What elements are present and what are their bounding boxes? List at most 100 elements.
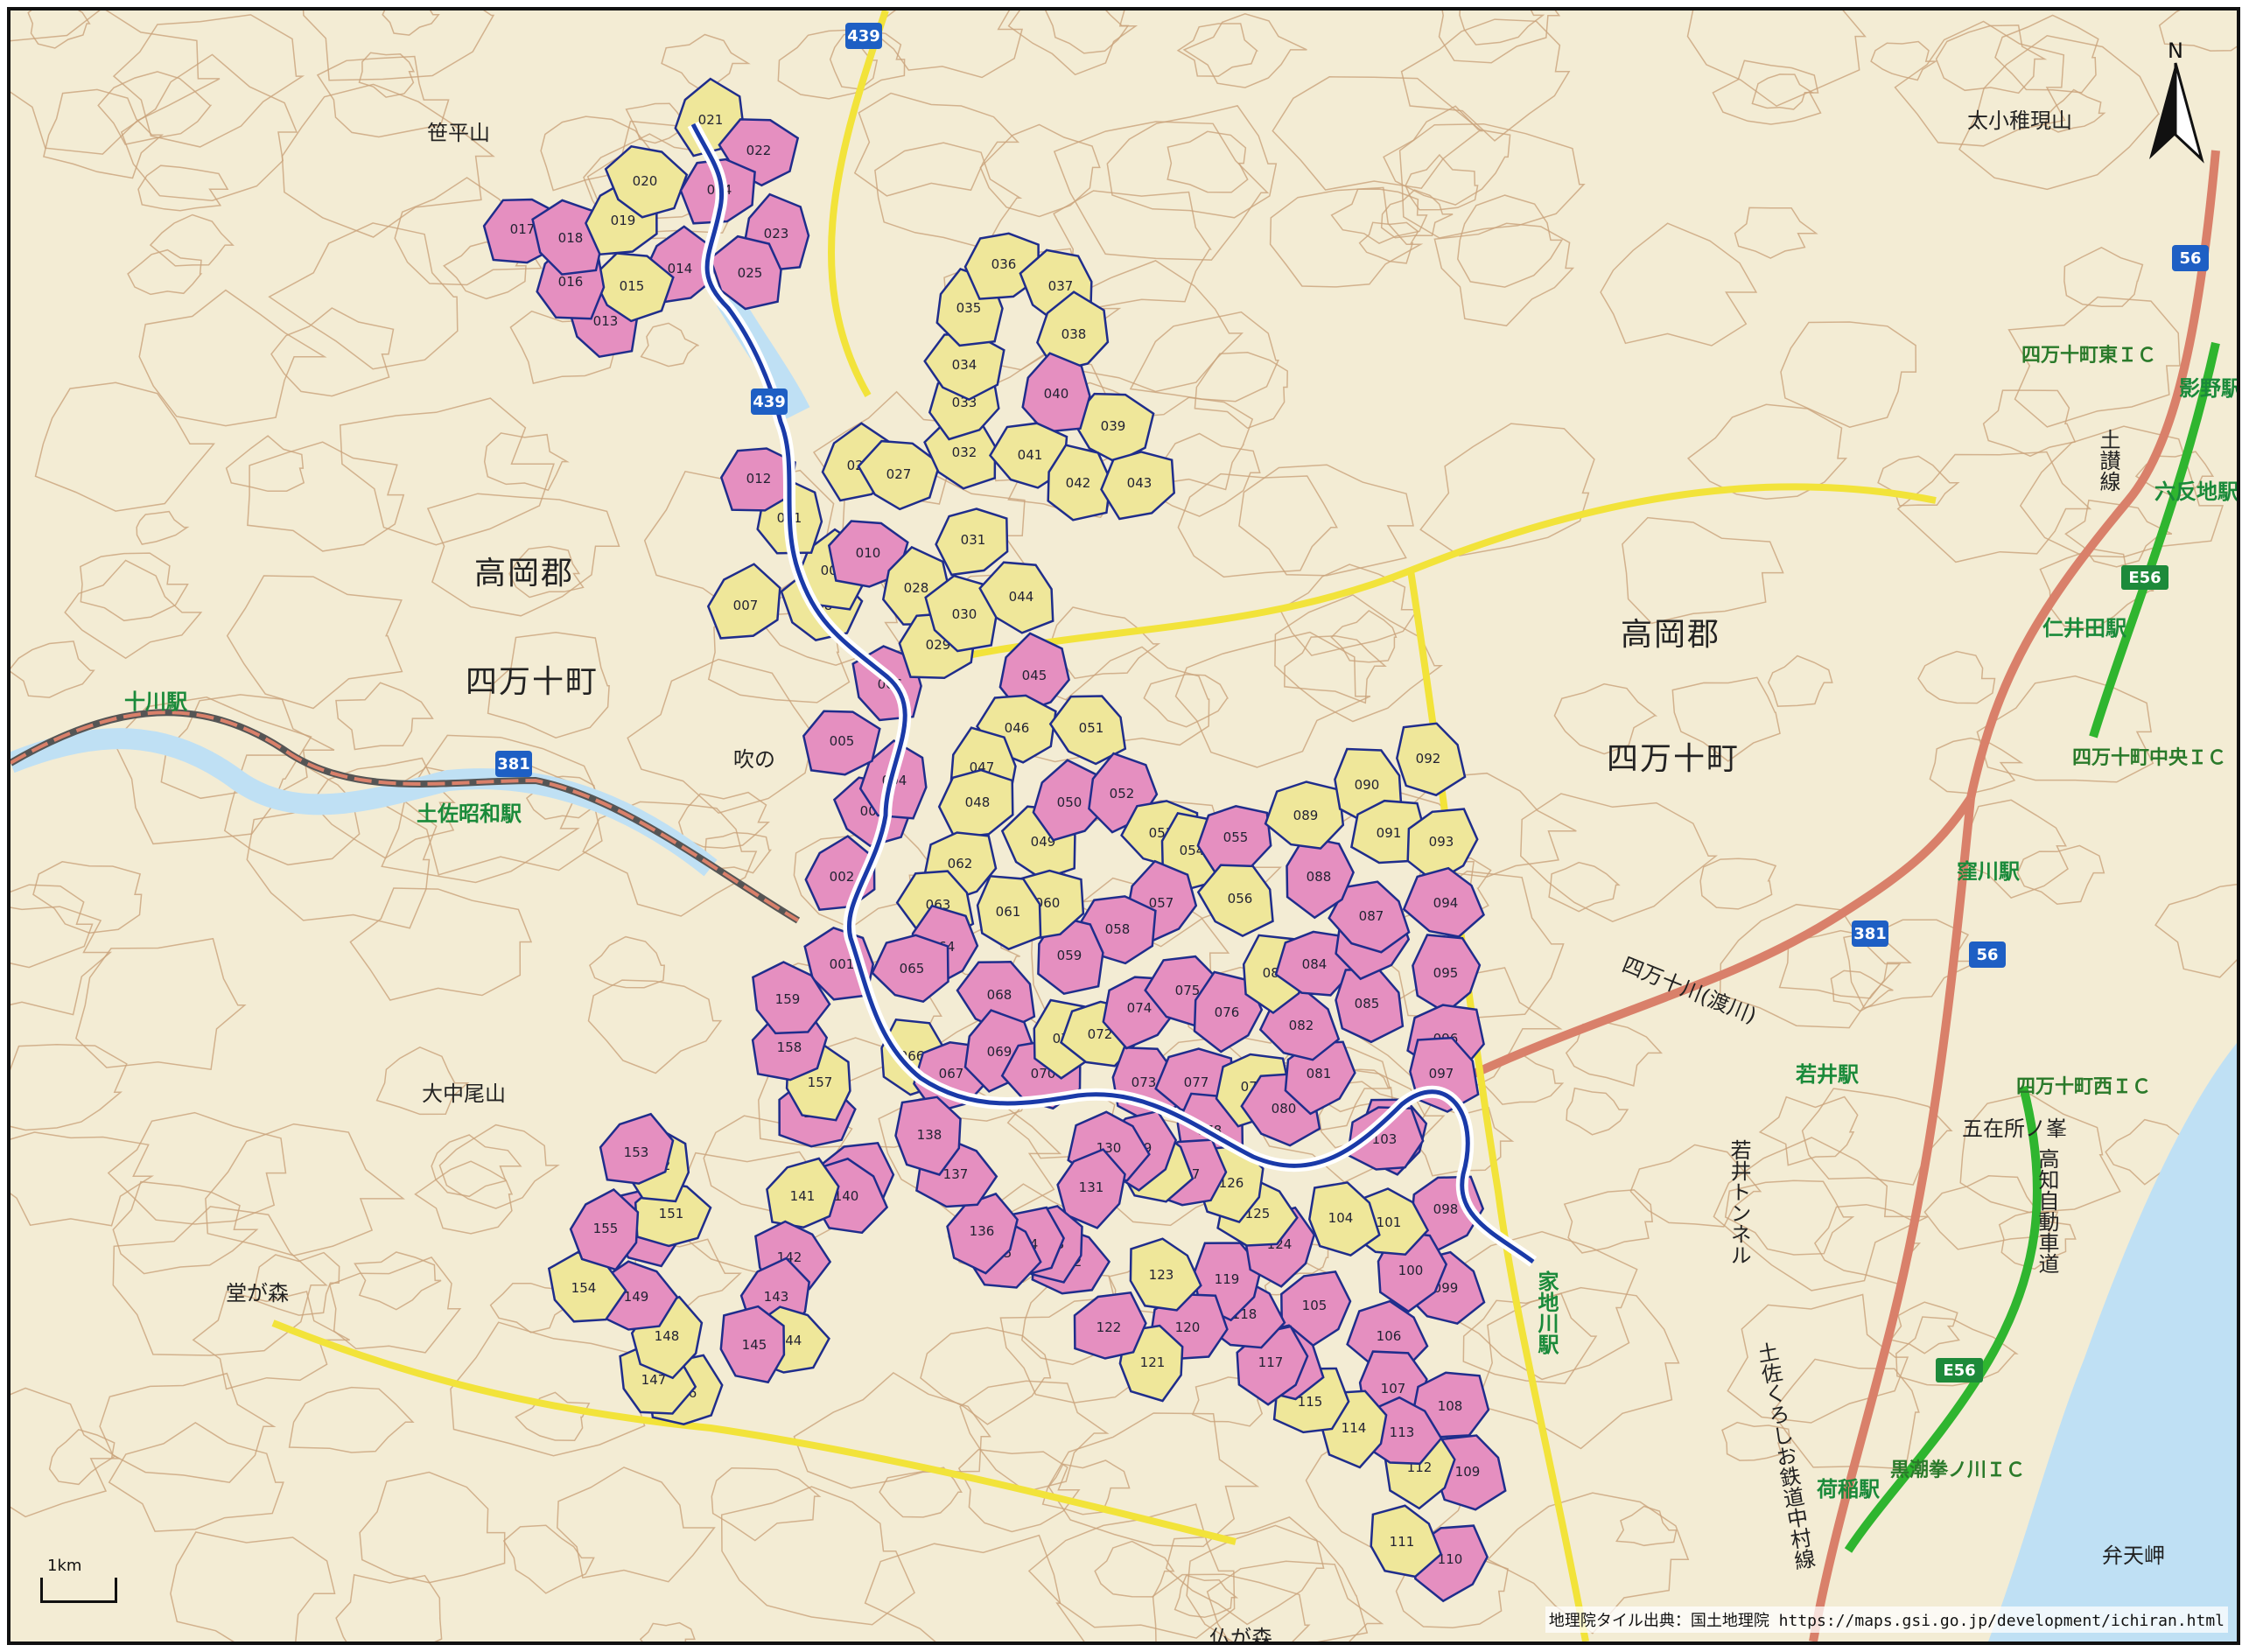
parcel-code-label: 126 <box>1219 1175 1244 1191</box>
peak-label: 笹平山 <box>427 121 490 145</box>
interchange-label[interactable]: 四万十町東ＩＣ <box>2021 345 2157 367</box>
parcel-code-label: 157 <box>808 1074 833 1090</box>
parcel-036[interactable] <box>963 232 1040 300</box>
parcel-136[interactable] <box>946 1192 1019 1275</box>
parcel-041[interactable] <box>988 422 1068 489</box>
parcel-042[interactable] <box>1047 444 1112 522</box>
parcel-104[interactable] <box>1308 1181 1381 1256</box>
station-label[interactable]: 影野駅 <box>2179 376 2240 401</box>
interchange-label[interactable]: 黒潮拳ノ川ＩＣ <box>1890 1460 2026 1481</box>
parcel-code-label: 114 <box>1342 1420 1367 1436</box>
station-label[interactable]: 窪川駅 <box>1957 859 2020 884</box>
parcel-code-label: 145 <box>742 1337 767 1353</box>
parcel-020[interactable] <box>604 144 689 219</box>
parcel-code-label: 018 <box>558 230 584 246</box>
parcel-040[interactable] <box>1021 352 1091 433</box>
parcel-155[interactable] <box>569 1187 640 1271</box>
parcel-068[interactable] <box>956 961 1036 1033</box>
map-canvas[interactable]: 0010020030040050060070080090100110120130… <box>11 10 2237 1642</box>
parcel-051[interactable] <box>1048 695 1127 766</box>
parcel-122[interactable] <box>1073 1291 1147 1360</box>
parcel-code-label: 005 <box>830 733 855 749</box>
interchange-label[interactable]: 四万十町中央ＩＣ <box>2072 747 2227 769</box>
parcel-code-label: 049 <box>1031 834 1056 850</box>
parcel-code-label: 062 <box>948 856 973 872</box>
parcel-code-label: 154 <box>571 1280 597 1296</box>
parcel-code-label: 061 <box>996 904 1021 920</box>
parcel-015[interactable] <box>592 252 675 323</box>
peak-label: 太小稚現山 <box>1967 108 2072 133</box>
parcel-code-label: 016 <box>558 274 584 290</box>
parcel-code-label: 077 <box>1184 1074 1209 1090</box>
expressway-shield: E56 <box>1936 1358 1983 1382</box>
parcel-141[interactable] <box>766 1157 840 1228</box>
parcel-code-label: 022 <box>746 143 772 158</box>
parcel-code-label: 087 <box>1359 908 1384 924</box>
station-label[interactable]: 若井駅 <box>1796 1062 1859 1087</box>
parcel-092[interactable] <box>1396 722 1467 797</box>
parcel-027[interactable] <box>857 439 942 511</box>
attribution[interactable]: 地理院タイル出典：国土地理院 https://maps.gsi.go.jp/de… <box>1545 1606 2228 1633</box>
parcel-012[interactable] <box>719 447 796 512</box>
parcel-code-label: 045 <box>1022 668 1047 683</box>
map-frame[interactable]: 0010020030040050060070080090100110120130… <box>7 7 2240 1645</box>
parcel-123[interactable] <box>1129 1237 1202 1312</box>
parcel-code-label: 106 <box>1377 1328 1402 1344</box>
station-label[interactable]: 土佐昭和駅 <box>417 802 522 826</box>
parcel-code-label: 080 <box>1272 1101 1297 1116</box>
station-label[interactable]: 仁井田駅 <box>2042 616 2126 640</box>
parcel-code-label: 025 <box>738 265 763 281</box>
parcel-polygons[interactable]: 0010020030040050060070080090100110120130… <box>482 77 1507 1603</box>
route-shield: 439 <box>845 23 882 49</box>
parcel-code-label: 069 <box>987 1044 1012 1060</box>
parcel-089[interactable] <box>1264 780 1345 850</box>
station-label[interactable]: 家地川駅 <box>1534 1270 1559 1354</box>
parcel-007[interactable] <box>706 563 781 640</box>
parcel-095[interactable] <box>1412 934 1482 1015</box>
parcel-code-label: 007 <box>733 598 759 613</box>
parcel-code-label: 093 <box>1429 834 1454 850</box>
parcel-code-label: 039 <box>1101 418 1126 434</box>
parcel-code-label: 107 <box>1381 1381 1406 1396</box>
parcel-094[interactable] <box>1402 866 1485 938</box>
peak-label: 五在所ノ峯 <box>1962 1116 2067 1141</box>
parcel-088[interactable] <box>1286 836 1355 920</box>
station-label[interactable]: 六反地駅 <box>2154 480 2238 504</box>
parcel-005[interactable] <box>802 710 881 776</box>
parcel-055[interactable] <box>1196 805 1272 877</box>
parcel-045[interactable] <box>998 632 1070 715</box>
parcel-code-label: 138 <box>917 1127 942 1143</box>
parcel-025[interactable] <box>709 234 782 311</box>
parcel-043[interactable] <box>1100 451 1175 521</box>
tunnel-label: 若井トンネル <box>1727 1139 1751 1265</box>
parcel-code-label: 117 <box>1258 1354 1284 1370</box>
parcel-code-label: 113 <box>1390 1424 1415 1440</box>
parcel-code-label: 036 <box>991 256 1017 272</box>
parcel-056[interactable] <box>1196 864 1274 938</box>
parcel-159[interactable] <box>752 961 831 1035</box>
scale-label: 1km <box>47 1557 82 1575</box>
parcel-code-label: 075 <box>1175 983 1201 998</box>
parcel-code-label: 101 <box>1377 1214 1402 1230</box>
parcel-018[interactable] <box>531 199 605 276</box>
parcel-153[interactable] <box>599 1112 675 1185</box>
parcel-145[interactable] <box>719 1305 786 1384</box>
parcel-081[interactable] <box>1284 1040 1356 1116</box>
parcel-044[interactable] <box>978 561 1054 634</box>
parcel-065[interactable] <box>871 934 949 1004</box>
parcel-111[interactable] <box>1370 1504 1443 1578</box>
road-network <box>11 10 2220 1642</box>
parcel-131[interactable] <box>1056 1148 1126 1229</box>
parcel-code-label: 043 <box>1127 475 1153 491</box>
parcel-code-label: 017 <box>510 221 536 237</box>
parcel-138[interactable] <box>894 1096 962 1176</box>
parcel-031[interactable] <box>935 508 1009 577</box>
parcel-code-label: 089 <box>1293 808 1319 823</box>
station-label[interactable]: 荷稲駅 <box>1817 1477 1880 1502</box>
station-label[interactable]: 十川駅 <box>124 690 187 714</box>
parcel-039[interactable] <box>1071 392 1155 464</box>
parcel-code-label: 100 <box>1398 1263 1424 1278</box>
interchange-label[interactable]: 四万十町西ＩＣ <box>2016 1076 2152 1098</box>
parcel-code-label: 068 <box>987 987 1012 1003</box>
parcel-061[interactable] <box>976 874 1042 951</box>
